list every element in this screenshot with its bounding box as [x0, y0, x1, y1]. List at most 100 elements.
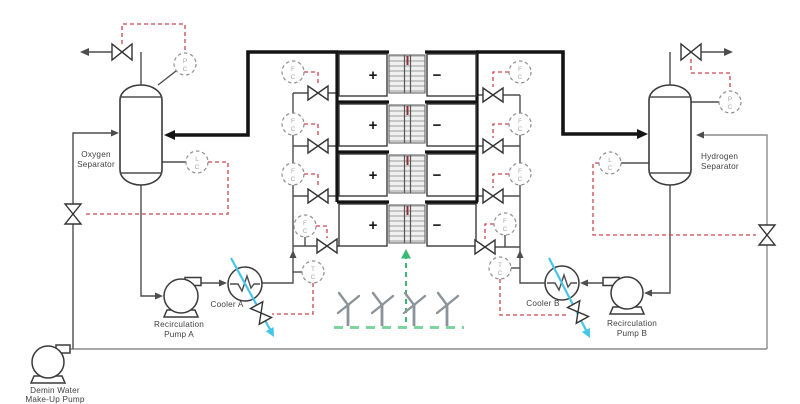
- h2-sep-to-pump-b-line: [649, 185, 671, 294]
- cooler-a-cooling-arrow: [265, 327, 274, 337]
- cooler-b-cooling-valve: [565, 299, 591, 325]
- demin-water-pump: [29, 344, 71, 384]
- pump-b-casing: [610, 276, 644, 310]
- fc-r2-signal: [492, 123, 509, 138]
- pressure-controller-a: PC: [173, 52, 197, 76]
- svg-text:F: F: [291, 168, 295, 175]
- svg-text:C: C: [518, 176, 523, 183]
- stack-2-cell-pack: [388, 104, 426, 144]
- recirculation-pump-a: [162, 276, 202, 318]
- svg-text:C: C: [195, 164, 200, 171]
- flow-controller-r4: FC: [493, 212, 517, 236]
- hydrogen-separator-label-1: Hydrogen: [701, 152, 738, 161]
- h2-makeup-arrow: [696, 131, 704, 139]
- o2-vent-arrow: [80, 48, 89, 56]
- electrolyzer-stacks: + − + − + − +: [338, 53, 477, 247]
- oxygen-header-arrow: [164, 130, 175, 140]
- tc-a-signal: [272, 283, 314, 315]
- stack-1-left-feed-valve: [307, 84, 329, 102]
- hydrogen-header-arrow: [637, 129, 648, 139]
- oxygen-separator-seams: [120, 96, 162, 174]
- demin-pump-label-1: Demin Water: [30, 386, 80, 395]
- hydrogen-separator-label-2: Separator: [701, 162, 739, 171]
- stack-1-negative-terminal: −: [433, 67, 442, 84]
- oxygen-separator-label-2: Separator: [77, 160, 115, 169]
- flow-controller-l2: FC: [281, 112, 305, 136]
- stack-4-negative-terminal: −: [433, 217, 442, 234]
- svg-text:P: P: [183, 58, 187, 65]
- valves: [63, 42, 777, 326]
- pressure-controller-b: PC: [718, 90, 742, 114]
- pc-b-signal: [690, 59, 731, 90]
- cooler-b-coil: [547, 272, 577, 292]
- makeup-lines: [70, 134, 768, 350]
- power-supply-arrow: [401, 249, 411, 259]
- pump-a-label-2: Pump A: [164, 330, 194, 339]
- hydrogen-separator: [648, 84, 692, 186]
- pump-b-label-2: Pump B: [617, 329, 648, 338]
- stack-2-negative-terminal: −: [433, 117, 442, 134]
- svg-text:F: F: [518, 168, 522, 175]
- svg-text:C: C: [291, 176, 296, 183]
- cooler-a-coil: [230, 273, 260, 293]
- flow-controller-l4: FC: [293, 214, 317, 238]
- fc-r4-signal: [484, 223, 494, 239]
- cooler-b-cooling-line: [548, 257, 589, 335]
- fc-r1-signal: [492, 71, 509, 87]
- stack-2-positive-terminal: +: [369, 117, 378, 134]
- h2-vent-line: [669, 51, 724, 85]
- svg-text:C: C: [291, 74, 296, 81]
- svg-text:F: F: [291, 118, 295, 125]
- hydrogen-separator-seams: [649, 96, 691, 174]
- pc-a-signal: [121, 23, 186, 52]
- pc-a-tap-line: [157, 70, 177, 86]
- lc-b-signal: [592, 162, 756, 236]
- left-riser-arrow: [289, 250, 297, 258]
- wind-turbine-1: [336, 291, 361, 326]
- left-feed-riser: [262, 93, 294, 284]
- process-lines: [72, 51, 724, 297]
- stack-3-negative-terminal: −: [433, 167, 442, 184]
- stack-2-anode-box: [338, 103, 388, 147]
- fc-l1-signal: [304, 71, 319, 85]
- pump-a-casing: [163, 278, 199, 314]
- stack-3-left-feed-valve: [307, 187, 329, 205]
- flow-controller-l1: FC: [281, 60, 305, 84]
- h2-vent-valve: [680, 42, 702, 62]
- cooler-a-inlet-arrow: [219, 279, 227, 287]
- demin-pump-label-2: Make-Up Pump: [25, 395, 85, 404]
- fc-l4-signal: [316, 225, 328, 238]
- o2-vent-valve: [111, 42, 133, 62]
- recirculation-pump-b: [602, 276, 646, 315]
- wind-turbine-4: [435, 291, 460, 326]
- cooler-a-label: Cooler A: [210, 300, 243, 309]
- stack-3-right-feed-valve: [482, 187, 504, 205]
- fc-l2-signal: [304, 123, 319, 138]
- svg-text:L: L: [195, 156, 199, 163]
- svg-text:L: L: [608, 157, 612, 164]
- svg-text:C: C: [518, 74, 523, 81]
- svg-text:C: C: [503, 226, 508, 233]
- flow-controller-l3: FC: [281, 162, 305, 186]
- stack-4-anode-box: [338, 203, 388, 247]
- stack-4-left-feed-valve: [316, 237, 338, 255]
- pump-b-label-1: Recirculation: [607, 319, 657, 328]
- stack-1-right-feed-valve: [482, 86, 504, 104]
- flow-controller-r1: FC: [508, 60, 532, 84]
- demin-pump-casing: [31, 345, 65, 379]
- lc-a-signal: [84, 161, 229, 215]
- wind-farm: [334, 249, 464, 329]
- right-riser-arrow: [516, 250, 524, 258]
- level-controller-a: LC: [185, 150, 209, 174]
- cooler-b-cooling-arrow: [581, 328, 590, 338]
- flow-controller-r3: FC: [508, 162, 532, 186]
- stack-4-cathode-box: [426, 203, 477, 247]
- wind-turbine-2: [370, 291, 395, 326]
- pump-a-label-1: Recirculation: [154, 320, 204, 329]
- stack-3-positive-terminal: +: [369, 167, 378, 184]
- stack-1-anode-box: [338, 53, 388, 97]
- oxygen-header: [174, 50, 338, 137]
- stack-2-right-feed-valve: [482, 137, 504, 155]
- o2-makeup-arrow: [111, 129, 119, 137]
- flow-arrows: [80, 48, 733, 300]
